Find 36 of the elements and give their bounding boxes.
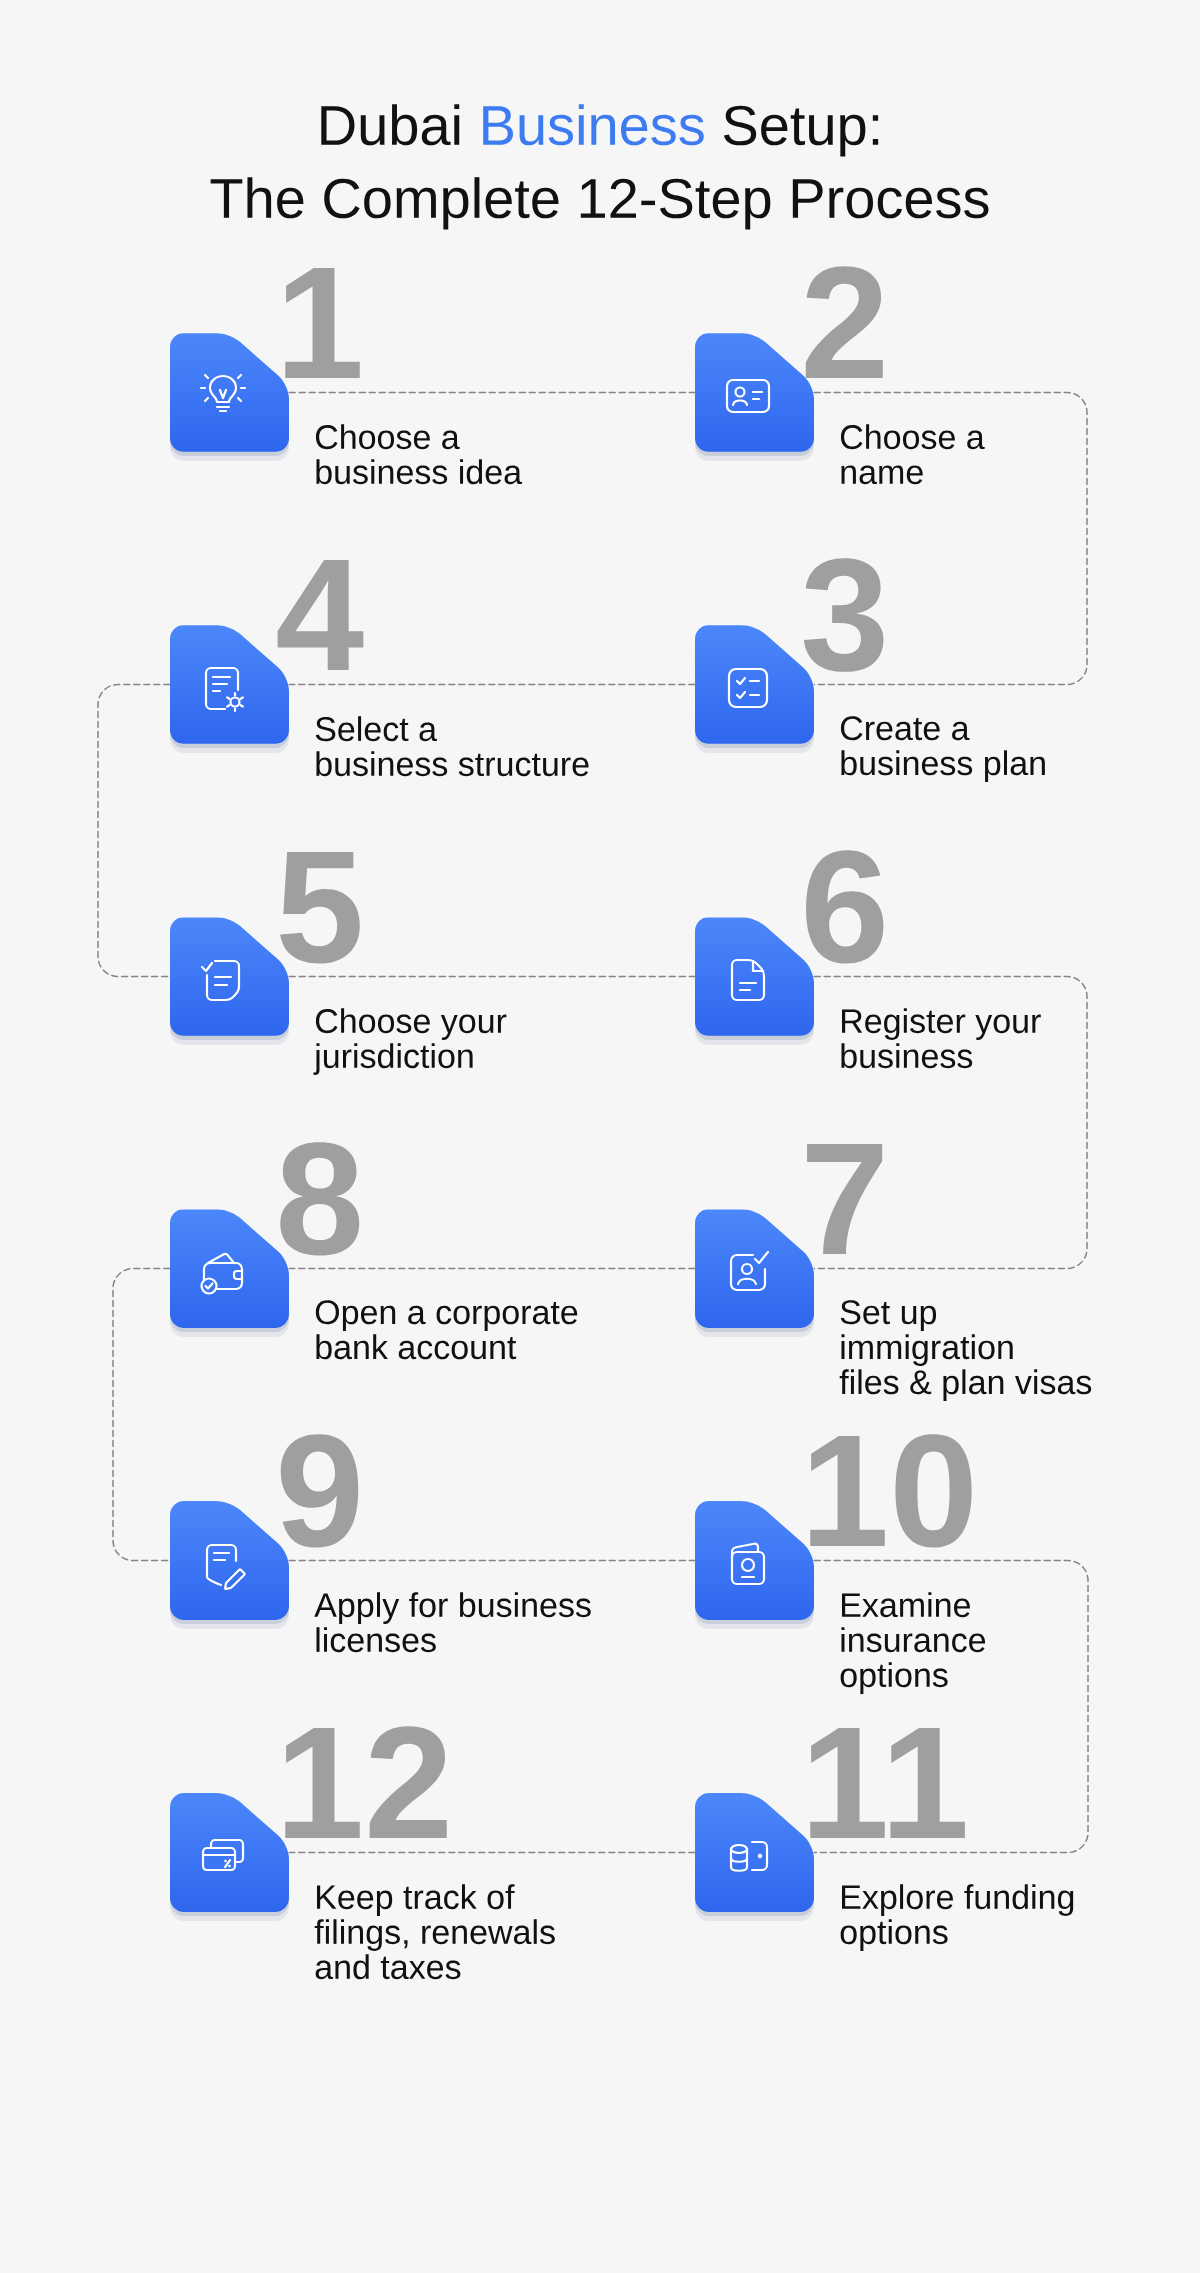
- connector-line: [288, 1851, 696, 1854]
- step-number: 11: [810, 1727, 965, 1838]
- connector-line: [813, 391, 1088, 686]
- connector-line: [288, 683, 696, 686]
- step-number: 7: [807, 1143, 883, 1254]
- step-label: Open a corporate bank account: [315, 1300, 578, 1360]
- step-number: 4: [277, 559, 364, 670]
- step-label: Choose a name: [840, 424, 985, 485]
- step-number: 8: [280, 1142, 360, 1256]
- step-label: Select a business structure: [315, 716, 589, 777]
- title: Dubai Business Setup: The Complete 12-Step Process: [210, 104, 989, 230]
- step-label: Create a business plan: [840, 716, 1045, 782]
- connector-line: [288, 975, 696, 978]
- connector-line: [288, 1267, 696, 1270]
- step-number: 2: [805, 266, 883, 378]
- step-label: Set up immigration files & plan visas: [839, 1300, 1092, 1401]
- step-number: 10: [810, 1434, 972, 1548]
- connector-line: [112, 1267, 171, 1562]
- step-label: Apply for business licenses: [314, 1592, 591, 1653]
- step-number: 5: [280, 851, 360, 964]
- connector-line: [97, 683, 171, 978]
- step-number: 9: [280, 1434, 359, 1548]
- step-label: Examine insurance options: [840, 1592, 986, 1694]
- connector-line: [813, 975, 1088, 1270]
- connector-line: [813, 1559, 1089, 1854]
- step-label: Keep track of filings, renewals and taxes: [314, 1884, 555, 1980]
- step-label: Choose a business idea: [315, 424, 523, 485]
- connector-line: [288, 1559, 696, 1562]
- step-number: 1: [285, 267, 360, 378]
- step-label: Explore funding options: [840, 1884, 1074, 1951]
- connector-line: [288, 391, 696, 394]
- step-number: 12: [285, 1726, 447, 1838]
- step-number: 6: [806, 850, 884, 964]
- step-label: Register your business: [841, 1008, 1041, 1069]
- step-number: 3: [803, 558, 884, 672]
- step-label: Choose your jurisdiction: [313, 1008, 507, 1075]
